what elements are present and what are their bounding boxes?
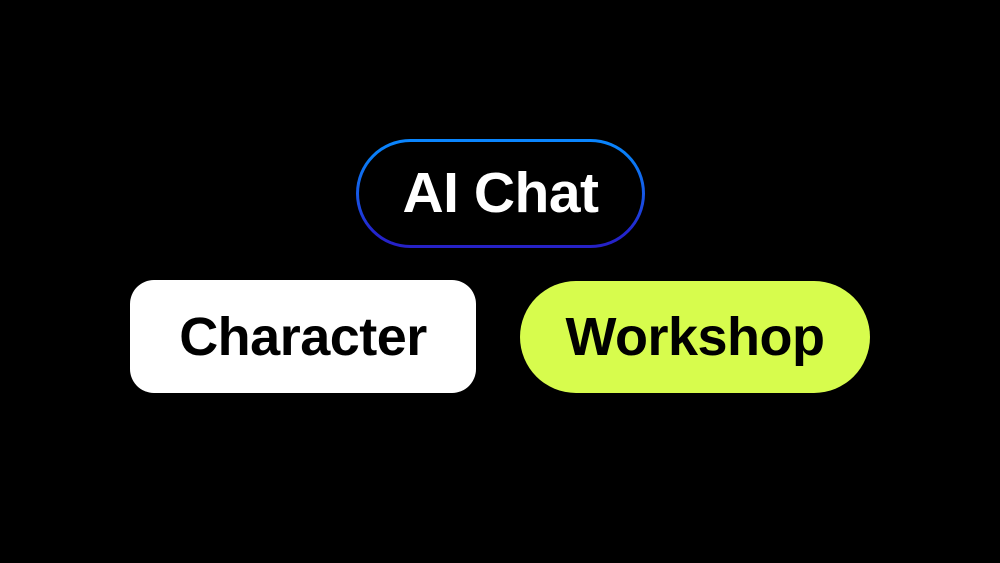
chip-character[interactable]: Character <box>130 280 476 393</box>
chip-workshop-label: Workshop <box>565 307 825 367</box>
chip-character-label: Character <box>179 306 427 367</box>
chip-ai-chat-label: AI Chat <box>402 161 600 225</box>
chip-ai-chat[interactable]: AI Chat <box>356 139 645 248</box>
chip-workshop[interactable]: Workshop <box>520 281 870 393</box>
